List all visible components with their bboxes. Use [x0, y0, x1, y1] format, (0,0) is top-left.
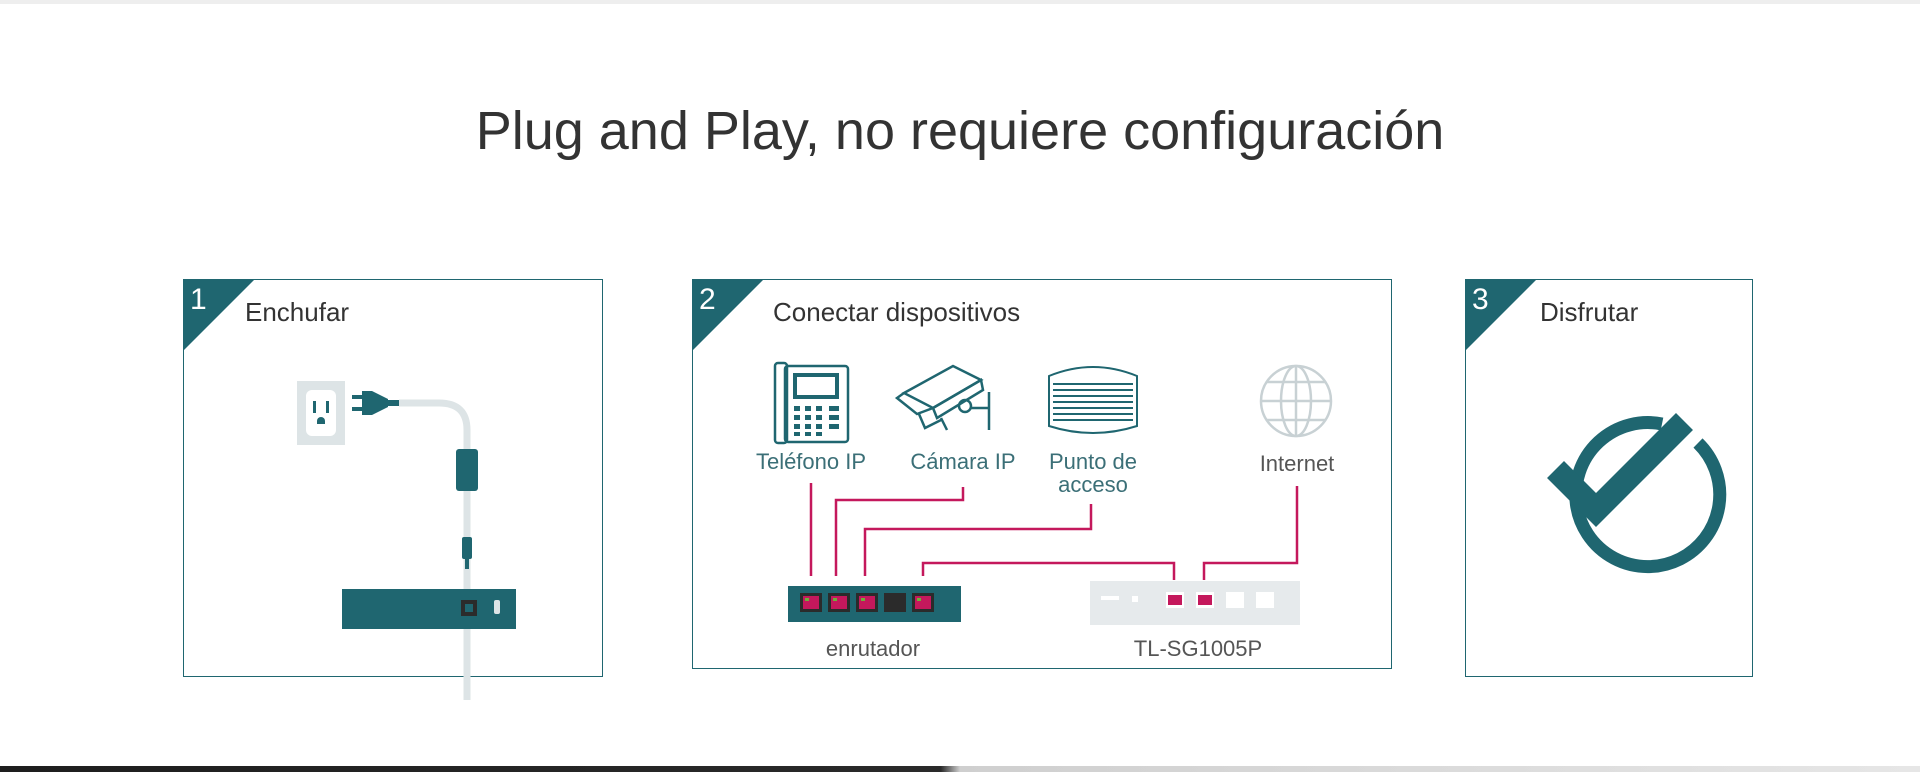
label-switch: TL-SG1005P	[1133, 636, 1263, 661]
step-number: 3	[1472, 283, 1489, 316]
step-label: Conectar dispositivos	[773, 297, 1021, 327]
switch-icon	[1090, 581, 1300, 625]
step-label: Disfrutar	[1540, 297, 1639, 327]
bottom-divider	[0, 766, 1920, 772]
power-cable	[399, 399, 471, 700]
checkmark-circle-icon	[1547, 413, 1727, 574]
access-point-icon	[1048, 366, 1138, 434]
label-ip-camera: Cámara IP	[910, 449, 1016, 474]
checkmark-illustration	[1547, 413, 1727, 574]
globe-icon	[1259, 364, 1333, 438]
page-title: Plug and Play, no requiere configuración	[475, 101, 1445, 161]
step-card-connect: 2 Conectar dispositivos	[692, 279, 1392, 669]
label-access-point-line1: Punto de	[1048, 449, 1138, 474]
label-ip-phone: Teléfono IP	[755, 449, 867, 474]
step-label: Enchufar	[245, 297, 350, 327]
step-corner-1	[184, 280, 254, 350]
switch-device-icon	[342, 589, 516, 629]
label-access-point-line2: acceso	[1058, 472, 1128, 497]
plug-icon	[352, 391, 399, 415]
step-corner-3	[1466, 280, 1536, 350]
step-number: 2	[699, 283, 716, 316]
step-corner-2	[693, 280, 763, 350]
step-number: 1	[190, 283, 207, 316]
step-card-plug: 1 Enchufar	[183, 279, 603, 700]
router-icon	[788, 586, 961, 622]
outlet-icon	[297, 381, 345, 445]
plug-illustration	[297, 381, 516, 700]
connection-cables	[809, 483, 1299, 580]
ip-camera-icon	[894, 364, 991, 431]
label-internet: Internet	[1259, 451, 1335, 476]
connection-diagram	[773, 361, 1333, 625]
step-card-enjoy: 3 Disfrutar	[1465, 279, 1753, 677]
top-divider	[0, 0, 1920, 4]
label-router: enrutador	[825, 636, 921, 661]
ip-phone-icon	[773, 361, 850, 445]
cable-ferrite	[456, 449, 478, 491]
